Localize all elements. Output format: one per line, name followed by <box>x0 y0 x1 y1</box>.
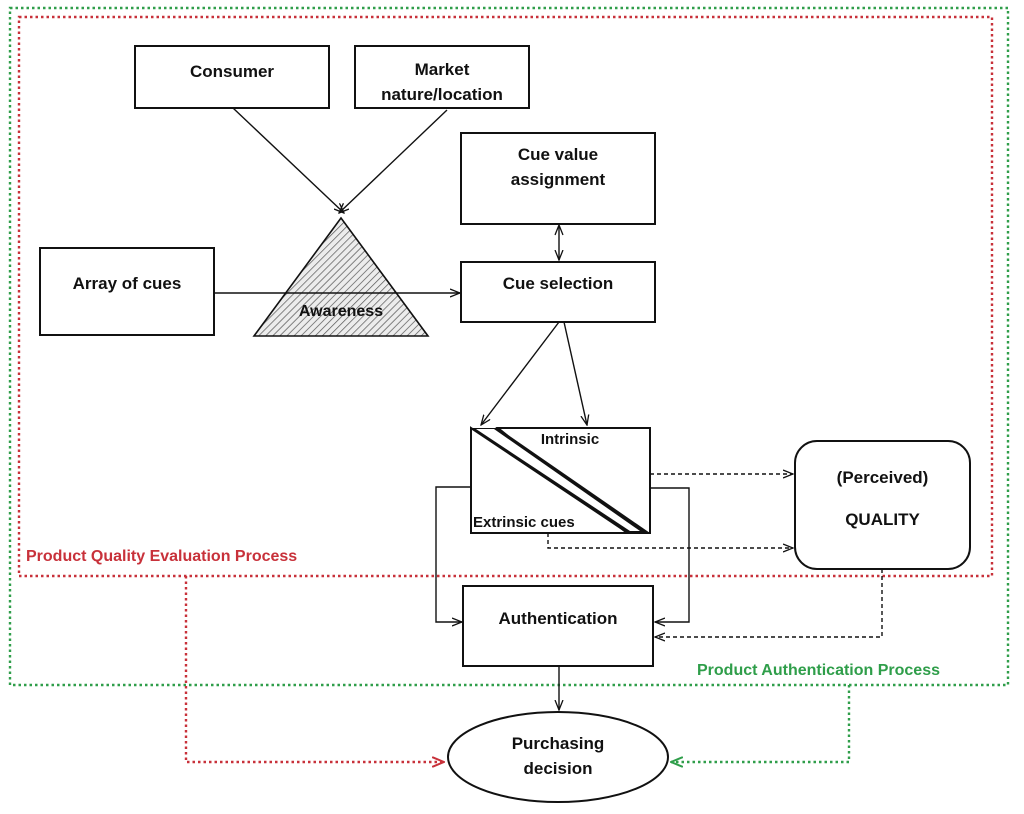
authentication-process-label: Product Authentication Process <box>697 662 940 679</box>
cue-value-box <box>460 132 656 225</box>
arrow-cue-selection-extrinsic <box>481 321 560 425</box>
consumer-box <box>134 45 330 109</box>
perceived-label: (Perceived) <box>836 467 929 487</box>
market-label: Market nature/location <box>381 60 503 104</box>
intrinsic-label: Intrinsic <box>540 431 600 449</box>
array-of-cues-label: Array of cues <box>72 273 182 293</box>
purchasing-decision-label: Purchasing decision <box>511 734 605 778</box>
cue-value-label: Cue value assignment <box>510 145 606 189</box>
authentication-box <box>462 585 654 667</box>
solid-arrows <box>214 107 690 710</box>
awareness-label: Awareness <box>298 303 384 321</box>
evaluation-process-label: Product Quality Evaluation Process <box>26 548 298 565</box>
arrow-extrinsic-authentication <box>435 486 471 622</box>
array-of-cues-box <box>39 247 215 336</box>
cue-selection-box <box>460 261 656 323</box>
arrow-cue-selection-intrinsic <box>563 321 587 425</box>
evaluation-process-border <box>17 15 994 578</box>
extrinsic-cues-label: Extrinsic cues <box>473 514 575 532</box>
arrow-consumer-awareness <box>232 107 344 213</box>
authentication-label: Authentication <box>498 608 618 628</box>
arrow-authentication-process-purchasing <box>671 685 851 762</box>
arrow-intrinsic-authentication <box>650 487 690 622</box>
market-box <box>354 45 530 109</box>
awareness-triangle <box>252 216 430 337</box>
quality-label: QUALITY <box>845 509 920 529</box>
cue-selection-label: Cue selection <box>502 273 614 293</box>
authentication-process-border <box>8 6 1010 687</box>
cues-split-box <box>470 426 651 534</box>
quality-box <box>794 440 971 570</box>
arrow-quality-authentication <box>655 569 883 637</box>
arrow-evaluation-purchasing <box>184 576 444 762</box>
arrow-extrinsic-quality <box>547 533 793 548</box>
purchasing-decision-ellipse <box>447 711 669 803</box>
dashed-arrows <box>547 474 883 637</box>
arrow-market-awareness <box>339 109 448 213</box>
consumer-label: Consumer <box>189 61 275 81</box>
